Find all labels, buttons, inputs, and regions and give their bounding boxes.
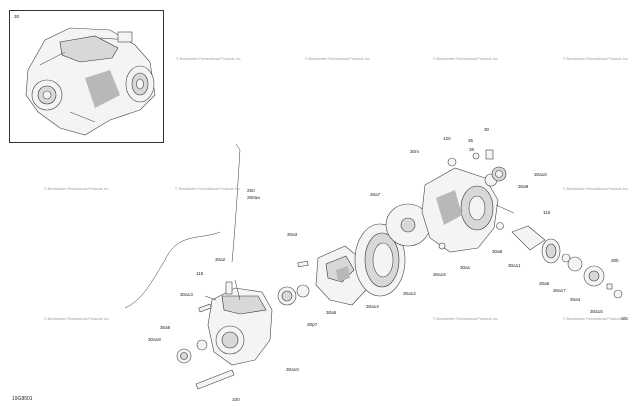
part-label-30a18: 30a18 [148, 337, 161, 342]
watermark: © Bombardier Recreational Products Inc. [433, 57, 499, 61]
part-label-30a12: 30a12 [403, 291, 416, 296]
watermark: © Bombardier Recreational Products Inc. [176, 57, 242, 61]
part-label-30a4: 30a4 [570, 297, 581, 302]
watermark: © Bombardier Recreational Products Inc. [44, 187, 110, 191]
part-label-30p7: 30p7 [307, 322, 318, 327]
inset-label: 30 [14, 14, 20, 19]
assembly-inset-frame [9, 10, 164, 143]
part-label-30a6-left: 30a6 [160, 325, 171, 330]
part-label-30a3: 30a3 [287, 232, 298, 237]
part-label-30a7: 30a7 [370, 192, 381, 197]
watermark: © Bombardier Recreational Products Inc. [433, 317, 499, 321]
part-label-30a13: 30a13 [180, 292, 193, 297]
part-label-30a17: 30a17 [553, 288, 566, 293]
part-label-115: 115 [196, 271, 204, 276]
watermark: © Bombardier Recreational Products Inc. [563, 57, 629, 61]
part-label-30a14: 30a14 [366, 304, 379, 309]
part-label-250aa: 250aa [247, 195, 260, 200]
part-label-30a16-lower: 30a16 [433, 272, 446, 277]
left-housing-illustration [124, 143, 273, 390]
part-label-36: 36 [469, 147, 475, 152]
part-label-35: 35 [468, 138, 474, 143]
watermark: © Bombardier Recreational Products Inc. [175, 187, 241, 191]
part-label-30a11: 30a11 [508, 263, 521, 268]
part-label-110: 110 [543, 210, 551, 215]
part-label-30a2: 30a2 [215, 257, 226, 262]
inset-gearbox-illustration [25, 27, 156, 136]
watermark: © Bombardier Recreational Products Inc. [563, 317, 629, 321]
part-label-30a16: 30a16 [534, 172, 547, 177]
part-label-30a10: 30a10 [286, 367, 299, 372]
part-label-250: 250 [247, 188, 255, 193]
part-label-30a8: 30a8 [492, 249, 503, 254]
part-label-30b: 30b [611, 258, 619, 263]
part-label-30a1: 30a1 [460, 265, 471, 270]
part-label-120: 120 [443, 136, 451, 141]
ring-gear-illustration [354, 223, 406, 297]
watermark: © Bombardier Recreational Products Inc. [44, 317, 110, 321]
part-label-30a6-right: 30a6 [539, 281, 550, 286]
part-label-30: 30 [484, 127, 490, 132]
pinion-shaft-illustration [496, 222, 623, 299]
differential-carrier-illustration [315, 245, 367, 306]
part-label-30a9: 30a9 [518, 184, 529, 189]
part-label-100: 100 [232, 397, 240, 402]
figure-code: 19G8501 [12, 396, 33, 402]
watermark: © Bombardier Recreational Products Inc. [305, 57, 371, 61]
watermark: © Bombardier Recreational Products Inc. [563, 187, 629, 191]
part-label-30m: 30m [410, 149, 419, 154]
part-label-30a15: 30a15 [590, 309, 603, 314]
part-label-30a5: 30a5 [326, 310, 337, 315]
part-label-30c: 30c [621, 316, 629, 321]
bearings-center-illustration [277, 260, 310, 306]
right-housing-illustration [421, 149, 515, 253]
